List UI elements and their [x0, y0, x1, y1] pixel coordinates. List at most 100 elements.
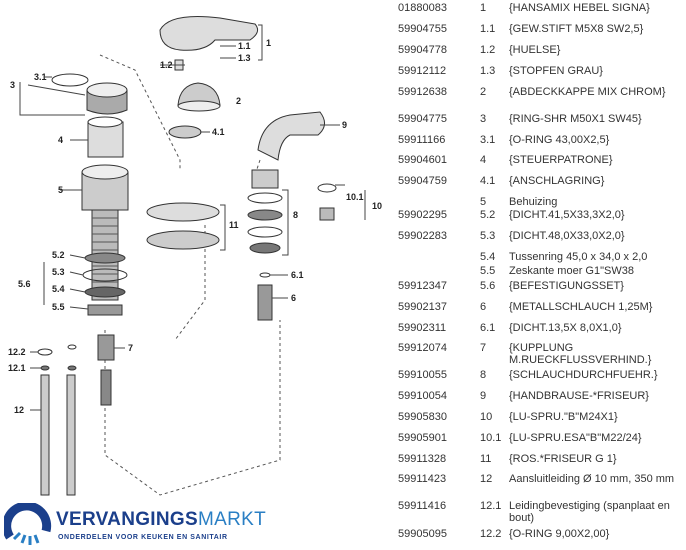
part-description: {HANSAMIX HEBEL SIGNA}: [509, 2, 650, 14]
callout-5-6: 5.6: [18, 279, 31, 289]
position-number: 12.2: [480, 528, 502, 540]
position-number: 1: [480, 2, 487, 14]
position-number: 6: [480, 301, 487, 313]
position-number: 7: [480, 342, 487, 354]
part-description: Tussenring 45,0 x 34,0 x 2,0: [509, 251, 648, 263]
position-number: 5.3: [480, 230, 496, 242]
position-number: 5.4: [480, 251, 496, 263]
position-number: 1.1: [480, 23, 496, 35]
part-description: {LU-SPRU."B"M24X1}: [509, 411, 618, 423]
part-description: Zeskante moer G1"SW38: [509, 265, 634, 277]
part-number: 59904775: [398, 113, 447, 125]
position-number: 5.2: [480, 209, 496, 221]
part-description: {ABDECKKAPPE MIX CHROM}: [509, 86, 666, 98]
position-number: 12.1: [480, 500, 502, 512]
callout-5-3: 5.3: [52, 267, 65, 277]
callout-3: 3: [10, 80, 16, 90]
part-description: {ROS.*FRISEUR G 1}: [509, 453, 617, 465]
callout-1: 1: [266, 38, 272, 48]
part-description: {DICHT.13,5X 8,0X1,0}: [509, 322, 622, 334]
part-number: 59905095: [398, 528, 447, 540]
part-description: {METALLSCHLAUCH 1,25M}: [509, 301, 653, 313]
callout-7: 7: [128, 343, 134, 353]
callout-1-1: 1.1: [238, 41, 251, 51]
part-number: 59911166: [398, 134, 446, 146]
position-number: 1.2: [480, 44, 496, 56]
position-number: 5: [480, 196, 487, 208]
part-number: 59911416: [398, 500, 447, 512]
position-number: 4: [480, 154, 487, 166]
part-number: 59912638: [398, 86, 447, 98]
callout-3-1: 3.1: [34, 72, 47, 82]
callout-5-5: 5.5: [52, 302, 65, 312]
callout-5-2: 5.2: [52, 250, 65, 260]
part-description: {ANSCHLAGRING}: [509, 175, 605, 187]
callout-12: 12: [14, 405, 25, 415]
callout-6-1: 6.1: [291, 270, 304, 280]
position-number: 10: [480, 411, 493, 423]
callout-4-1: 4.1: [212, 127, 225, 137]
diagram-drawing: [19, 16, 366, 496]
part-number: 59912074: [398, 342, 447, 354]
callout-12-1: 12.1: [8, 363, 26, 373]
callout-1-3: 1.3: [238, 53, 251, 63]
callout-10: 10: [372, 201, 383, 211]
position-number: 5.5: [480, 265, 496, 277]
part-description: {STEUERPATRONE}: [509, 154, 613, 166]
vervangingsmarkt-logo: VERVANGINGSMARKT ONDERDELEN VOOR KEUKEN …: [2, 501, 274, 548]
part-description: {O-RING 43,00X2,5}: [509, 134, 610, 146]
part-description: {GEW.STIFT M5X8 SW2,5}: [509, 23, 644, 35]
part-number: 59904778: [398, 44, 447, 56]
position-number: 12: [480, 473, 493, 485]
part-description: {HUELSE}: [509, 44, 561, 56]
position-number: 5.6: [480, 280, 496, 292]
part-number: 59902295: [398, 209, 447, 221]
part-number: 59912347: [398, 280, 447, 292]
part-description: {DICHT.48,0X33,0X2,0}: [509, 230, 625, 242]
part-description: {DICHT.41,5X33,3X2,0}: [509, 209, 625, 221]
part-description: Leidingbevestiging (spanplaat en bout): [509, 500, 670, 524]
part-number: 59905830: [398, 411, 447, 423]
logo-brand: VERVANGINGSMARKT: [56, 509, 266, 530]
callout-6: 6: [291, 293, 297, 303]
part-number: 59904759: [398, 175, 447, 187]
callout-1-2: 1.2: [160, 60, 173, 70]
callout-11: 11: [229, 220, 239, 230]
part-number: 59904755: [398, 23, 447, 35]
callout-4: 4: [58, 135, 64, 145]
position-number: 3.1: [480, 134, 496, 146]
part-description: Behuizing: [509, 196, 558, 208]
position-number: 6.1: [480, 322, 496, 334]
callout-2: 2: [236, 96, 242, 106]
callout-9: 9: [342, 120, 348, 130]
part-description: {STOPFEN GRAU}: [509, 65, 603, 77]
part-description: {SCHLAUCHDURCHFUEHR.}: [509, 369, 658, 381]
part-description: Aansluitleiding Ø 10 mm, 350 mm: [509, 473, 675, 485]
part-number: 59910054: [398, 390, 447, 402]
part-number: 59902137: [398, 301, 447, 313]
part-number: 59904601: [398, 154, 447, 166]
part-description: {O-RING 9,00X2,00}: [509, 528, 610, 540]
position-number: 1.3: [480, 65, 496, 77]
part-number: 59902283: [398, 230, 447, 242]
position-number: 11: [480, 453, 492, 465]
position-number: 8: [480, 369, 487, 381]
position-number: 3: [480, 113, 487, 125]
part-description: {HANDBRAUSE-*FRISEUR}: [509, 390, 649, 402]
callout-12-2: 12.2: [8, 347, 26, 357]
callout-8: 8: [293, 210, 299, 220]
logo-arc-icon: [2, 501, 52, 545]
part-description: {RING-SHR M50X1 SW45}: [509, 113, 642, 125]
part-number: 59910055: [398, 369, 447, 381]
part-description: {LU-SPRU.ESA"B"M22/24}: [509, 432, 642, 444]
lever-part: [159, 16, 259, 51]
part-number: 59912112: [398, 65, 447, 77]
part-description: {BEFESTIGUNGSSET}: [509, 280, 624, 292]
callout-10-1: 10.1: [346, 192, 364, 202]
part-number: 59905901: [398, 432, 447, 444]
position-number: 9: [480, 390, 487, 402]
position-number: 10.1: [480, 432, 502, 444]
part-number: 01880083: [398, 2, 447, 14]
part-number: 59911328: [398, 453, 447, 465]
exploded-parts-diagram: 1 1.1 1.2 1.3 2 3 3.1 4 4.1 5 5.2 5.3 5.…: [8, 16, 383, 496]
